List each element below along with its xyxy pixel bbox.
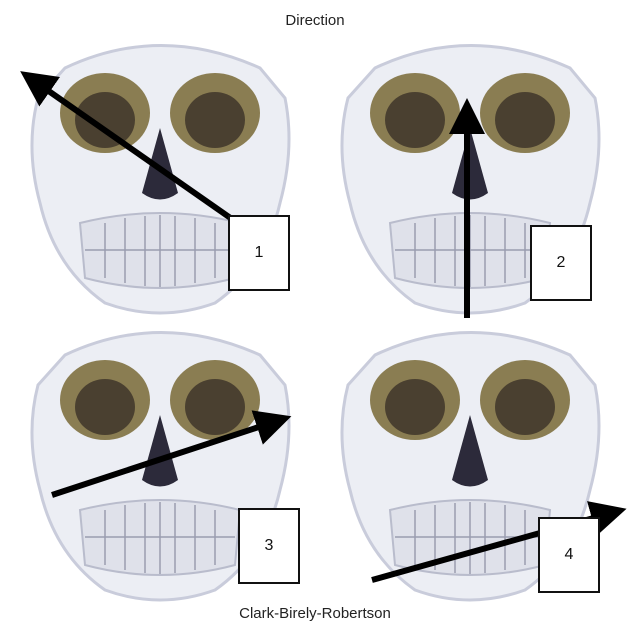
figure-caption: Clark-Birely-Robertson — [0, 605, 630, 622]
label-box-4: 4 — [538, 517, 600, 593]
label-box-1: 1 — [228, 215, 290, 291]
figure-title: Direction — [0, 12, 630, 29]
label-box-3: 3 — [238, 508, 300, 584]
label-box-2: 2 — [530, 225, 592, 301]
